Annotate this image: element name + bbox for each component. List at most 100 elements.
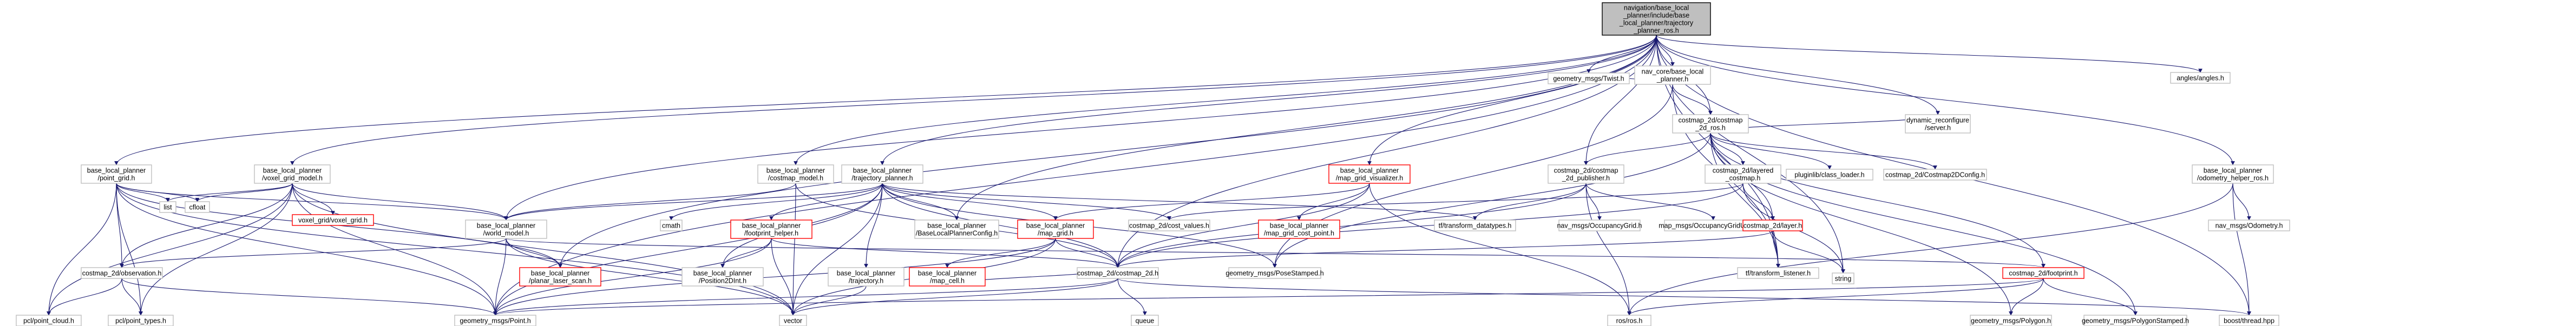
node-box-list — [159, 201, 176, 213]
node-vector[interactable]: vector — [779, 315, 807, 326]
node-map_grid[interactable]: base_local_planner/map_grid.h — [1017, 219, 1094, 239]
node-occ_grid_update[interactable]: map_msgs/OccupancyGridUpdate.h — [1659, 219, 1768, 231]
node-box-world_model — [465, 219, 547, 239]
node-box-nav_core — [1634, 65, 1711, 85]
node-publisher[interactable]: costmap_2d/costmap_2d_publisher.h — [1548, 164, 1624, 184]
node-rosros[interactable]: ros/ros.h — [1607, 315, 1651, 326]
node-tf_listener[interactable]: tf/transform_listener.h — [1737, 267, 1819, 279]
node-box-pose_stamped — [1228, 267, 1321, 279]
node-voxel_grid[interactable]: voxel_grid/voxel_grid.h — [292, 214, 374, 226]
node-string[interactable]: string — [1832, 272, 1854, 284]
node-cmath[interactable]: cmath — [660, 219, 683, 231]
node-layered[interactable]: costmap_2d/layered_costmap.h — [1705, 164, 1781, 184]
node-box-costmap_ros — [1672, 114, 1749, 134]
node-nav_core[interactable]: nav_core/base_local_planner.h — [1634, 65, 1711, 85]
node-odom_helper[interactable]: base_local_planner/odometry_helper_ros.h — [2192, 164, 2274, 184]
node-label-map_grid_cost-0: base_local_planner — [1270, 222, 1328, 230]
node-label-world_model-0: base_local_planner — [477, 222, 535, 230]
node-label-vector-0: vector — [784, 317, 802, 325]
edge-world_model-to-planar_laser — [506, 238, 562, 268]
edge-footprint-to-polygon_stamped — [2043, 278, 2138, 316]
node-box-trajectory — [828, 267, 904, 287]
node-c2dconfig[interactable]: costmap_2d/Costmap2DConfig.h — [1883, 169, 1987, 181]
node-footprint_helper[interactable]: base_local_planner/footprint_helper.h — [730, 219, 812, 239]
node-pose_stamped[interactable]: geometry_msgs/PoseStamped.h — [1225, 267, 1324, 279]
node-box-voxel_grid — [292, 214, 374, 226]
node-list[interactable]: list — [159, 201, 176, 213]
edge-layered-to-layer — [1742, 183, 1775, 221]
node-label-c2dconfig-0: costmap_2d/Costmap2DConfig.h — [1885, 171, 1985, 179]
edge-point_grid-to-cfloat — [116, 183, 200, 202]
node-traj_planner[interactable]: base_local_planner/trajectory_planner.h — [841, 164, 923, 184]
node-position2dint[interactable]: base_local_planner/Position2DInt.h — [681, 267, 764, 287]
node-label-polygon-0: geometry_msgs/Polygon.h — [1971, 317, 2051, 325]
node-label-map_cell-0: base_local_planner — [918, 270, 976, 277]
node-box-footprint — [2002, 267, 2085, 279]
node-footprint[interactable]: costmap_2d/footprint.h — [2002, 267, 2085, 279]
node-queue[interactable]: queue — [1131, 315, 1159, 326]
node-twist[interactable]: geometry_msgs/Twist.h — [1548, 72, 1630, 84]
edge-root-to-point — [493, 35, 1657, 316]
node-planar_laser[interactable]: base_local_planner/planar_laser_scan.h — [519, 267, 601, 287]
node-map_cell[interactable]: base_local_planner/map_cell.h — [909, 267, 986, 287]
edge-world_model-to-footprint — [506, 238, 2046, 268]
node-label-cmath-0: cmath — [662, 222, 680, 230]
node-box-pcl_types — [108, 315, 174, 326]
node-angles[interactable]: angles/angles.h — [2170, 72, 2231, 84]
node-polygon[interactable]: geometry_msgs/Polygon.h — [1970, 315, 2052, 326]
node-label-footprint_helper-0: base_local_planner — [742, 222, 801, 230]
node-costmap_model[interactable]: base_local_planner/costmap_model.h — [757, 164, 834, 184]
node-point_grid[interactable]: base_local_planner/point_grid.h — [81, 164, 152, 184]
node-cost_values[interactable]: costmap_2d/cost_values.h — [1128, 219, 1210, 231]
node-polygon_stamped[interactable]: geometry_msgs/PolygonStamped.h — [2082, 315, 2189, 326]
edge-layered-to-costmap_2d — [1116, 183, 1743, 268]
node-pcl_types[interactable]: pcl/point_types.h — [108, 315, 174, 326]
node-box-polygon_stamped — [2083, 315, 2187, 326]
node-label-occ_grid-0: nav_msgs/OccupancyGrid.h — [1557, 222, 1642, 230]
node-label-map_grid_cost-1: /map_grid_cost_point.h — [1264, 230, 1334, 237]
node-label-pluginlib-0: pluginlib/class_loader.h — [1794, 171, 1864, 179]
node-label-map_cell-1: /map_cell.h — [930, 277, 965, 285]
edge-obs-to-point — [121, 278, 497, 316]
node-label-list-0: list — [163, 204, 172, 211]
node-label-tf_datatypes-0: tf/transform_datatypes.h — [1439, 222, 1512, 230]
node-label-point_grid-1: /point_grid.h — [98, 175, 135, 182]
node-pcl_cloud[interactable]: pcl/point_cloud.h — [16, 315, 82, 326]
node-grid_vis[interactable]: base_local_planner/map_grid_visualizer.h — [1328, 164, 1411, 184]
node-label-layered-1: _costmap.h — [1725, 175, 1761, 182]
node-voxel_model[interactable]: base_local_planner/voxel_grid_model.h — [254, 164, 331, 184]
node-world_model[interactable]: base_local_planner/world_model.h — [465, 219, 547, 239]
node-label-queue-0: queue — [1136, 317, 1155, 325]
node-label-layered-0: costmap_2d/layered — [1713, 167, 1774, 175]
edge-layer-to-costmap_2d — [1116, 230, 1773, 268]
node-label-costmap_model-0: base_local_planner — [766, 167, 825, 175]
node-map_grid_cost[interactable]: base_local_planner/map_grid_cost_point.h — [1258, 219, 1340, 239]
edge-footprint_helper-to-point — [493, 238, 772, 316]
node-box-cost_values — [1128, 219, 1210, 231]
node-label-root-3: _planner_ros.h — [1633, 27, 1679, 35]
node-layer[interactable]: costmap_2d/layer.h — [1742, 219, 1803, 231]
node-label-root-1: _planner/include/base — [1623, 12, 1689, 19]
node-tf_datatypes[interactable]: tf/transform_datatypes.h — [1434, 219, 1516, 231]
node-root[interactable]: navigation/base_local_planner/include/ba… — [1602, 2, 1711, 36]
edge-voxel_model-to-cfloat — [195, 183, 293, 202]
node-point[interactable]: geometry_msgs/Point.h — [454, 315, 536, 326]
node-dyn_reconf[interactable]: dynamic_reconfigure/server.h — [1905, 114, 1971, 134]
node-blp_config[interactable]: base_local_planner/BaseLocalPlannerConfi… — [914, 219, 999, 239]
edge-world_model-to-point — [493, 238, 507, 316]
node-costmap_ros[interactable]: costmap_2d/costmap_2d_ros.h — [1672, 114, 1749, 134]
node-nav_odom[interactable]: nav_msgs/Odometry.h — [2208, 219, 2290, 231]
node-box-footprint_helper — [730, 219, 812, 239]
node-costmap_2d[interactable]: costmap_2d/costmap_2d.h — [1077, 267, 1159, 279]
edge-costmap_2d-to-queue — [1117, 278, 1147, 316]
edge-obs-to-pcl_cloud — [47, 278, 122, 316]
node-trajectory[interactable]: base_local_planner/trajectory.h — [828, 267, 904, 287]
node-pluginlib[interactable]: pluginlib/class_loader.h — [1786, 169, 1873, 181]
node-boost_thread[interactable]: boost/thread.hpp — [2219, 315, 2279, 326]
node-cfloat[interactable]: cfloat — [185, 201, 210, 213]
node-obs[interactable]: costmap_2d/observation.h — [81, 267, 163, 279]
node-label-root-0: navigation/base_local — [1624, 4, 1689, 12]
edge-footprint_helper-to-costmap_2d — [771, 238, 1120, 268]
edge-traj_planner-to-vector — [791, 183, 883, 316]
node-occ_grid[interactable]: nav_msgs/OccupancyGrid.h — [1557, 219, 1642, 231]
